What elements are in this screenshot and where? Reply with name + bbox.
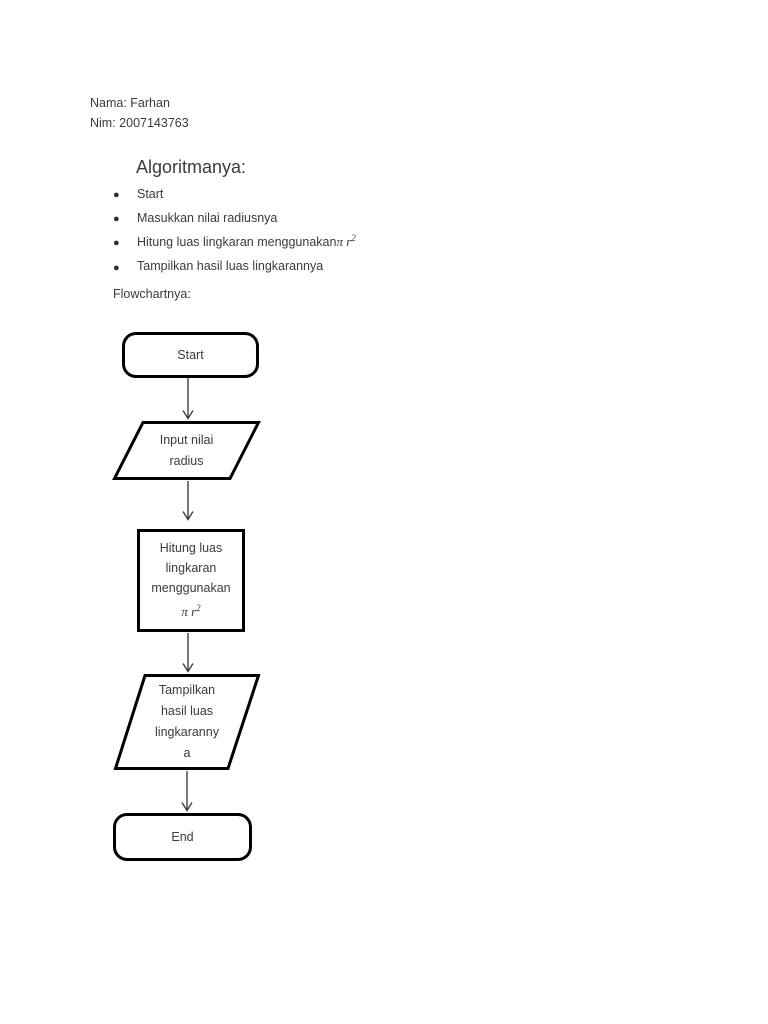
end-label: End	[171, 830, 194, 844]
list-item-text: Tampilkan hasil luas lingkarannya	[137, 259, 324, 274]
flowchart-end-terminator: End	[113, 813, 252, 861]
flowchart-input-parallelogram: Input nilai radius	[112, 421, 261, 480]
bullet-icon: ●	[113, 237, 120, 250]
nim-line: Nim: 2007143763	[90, 116, 189, 130]
bullet-icon: ●	[113, 189, 120, 202]
name-line: Nama: Farhan	[90, 96, 170, 110]
process-label: Hitung luas lingkaran menggunakan π r2	[151, 538, 230, 622]
start-label: Start	[177, 348, 204, 362]
math-superscript: 2	[196, 603, 201, 614]
algorithm-list: ● Start ● Masukkan nilai radiusnya ● Hit…	[113, 185, 356, 282]
list-item-text: Masukkan nilai radiusnya	[137, 211, 278, 226]
parallelogram-outline	[113, 674, 261, 770]
parallelogram-outline	[112, 421, 261, 480]
arrow-down-icon	[182, 633, 194, 673]
list-item-text: Start	[137, 187, 164, 202]
arrow-down-icon	[182, 481, 194, 521]
output-label: Tampilkan hasil luas lingkaranny a	[155, 683, 219, 760]
flowchart-process-rectangle: Hitung luas lingkaran menggunakan π r2	[137, 529, 245, 632]
flowchart-start-terminator: Start	[122, 332, 259, 378]
bullet-icon: ●	[113, 213, 120, 226]
input-label: Input nilai radius	[159, 432, 214, 468]
flowchart-output-parallelogram: Tampilkan hasil luas lingkaranny a	[113, 674, 261, 770]
arrow-down-icon	[182, 378, 194, 420]
arrow-down-icon	[181, 771, 193, 812]
flowchart-label: Flowchartnya:	[113, 287, 191, 301]
math-expression: π r	[336, 234, 352, 250]
list-item: ● Tampilkan hasil luas lingkarannya	[113, 257, 356, 274]
list-item: ● Start	[113, 185, 356, 202]
list-item: ● Masukkan nilai radiusnya	[113, 209, 356, 226]
document-header: Nama: Farhan Nim: 2007143763	[90, 93, 189, 133]
algorithm-heading: Algoritmanya:	[136, 157, 247, 177]
math-superscript: 2	[351, 233, 356, 244]
bullet-icon: ●	[113, 261, 120, 274]
list-item-text: Hitung luas lingkaran menggunakanπ r2	[137, 233, 356, 250]
list-item: ● Hitung luas lingkaran menggunakanπ r2	[113, 233, 356, 250]
math-expression: π r2	[181, 603, 201, 620]
